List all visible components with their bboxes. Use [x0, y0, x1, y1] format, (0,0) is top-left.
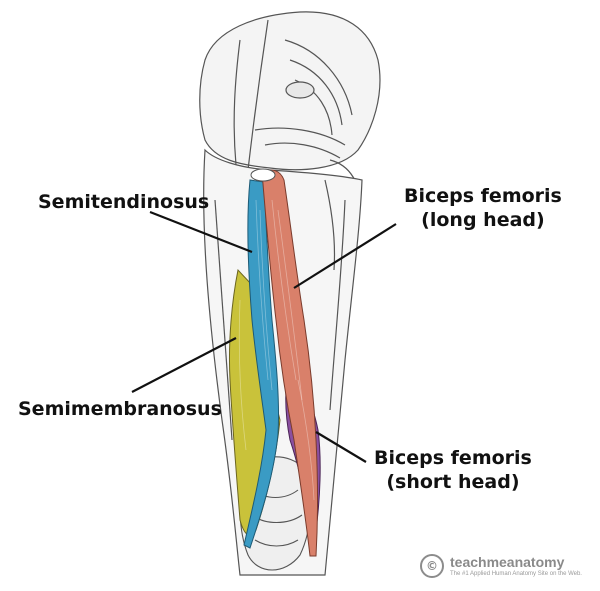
watermark-text: teachmeanatomy The #1 Applied Human Anat…: [450, 555, 582, 577]
leader-line-biceps-long: [293, 223, 397, 289]
biceps-femoris-long-head-muscle: [261, 169, 318, 557]
label-biceps-femoris-short-head: Biceps femoris (short head): [374, 446, 532, 494]
label-semitendinosus: Semitendinosus: [38, 190, 209, 214]
gluteal-region-engraving: [199, 11, 381, 206]
semitendinosus-muscle: [243, 179, 280, 549]
leader-line-biceps-short: [315, 431, 367, 463]
leader-lines: [131, 210, 397, 463]
label-biceps-femoris-long-head: Biceps femoris (long head): [404, 184, 562, 232]
label-semimembranosus-text: Semimembranosus: [18, 398, 222, 420]
ischial-tuberosity-tendon: [250, 168, 276, 182]
label-biceps-short-line1: Biceps femoris: [374, 447, 532, 469]
leader-line-semimembranosus: [131, 337, 237, 393]
copyright-glyph: ©: [426, 559, 438, 573]
leader-line-semitendinosus: [149, 210, 253, 254]
watermark-brand: teachmeanatomy: [450, 554, 565, 570]
label-biceps-short-line2: (short head): [386, 471, 520, 493]
watermark: © teachmeanatomy The #1 Applied Human An…: [420, 551, 582, 581]
label-semitendinosus-text: Semitendinosus: [38, 191, 210, 213]
label-biceps-long-line1: Biceps femoris: [404, 185, 562, 207]
label-semimembranosus: Semimembranosus: [18, 397, 222, 421]
copyright-icon: ©: [420, 554, 444, 578]
watermark-tagline: The #1 Applied Human Anatomy Site on the…: [450, 571, 582, 577]
label-biceps-long-line2: (long head): [421, 209, 545, 231]
muscle-fibres: [238, 199, 315, 501]
